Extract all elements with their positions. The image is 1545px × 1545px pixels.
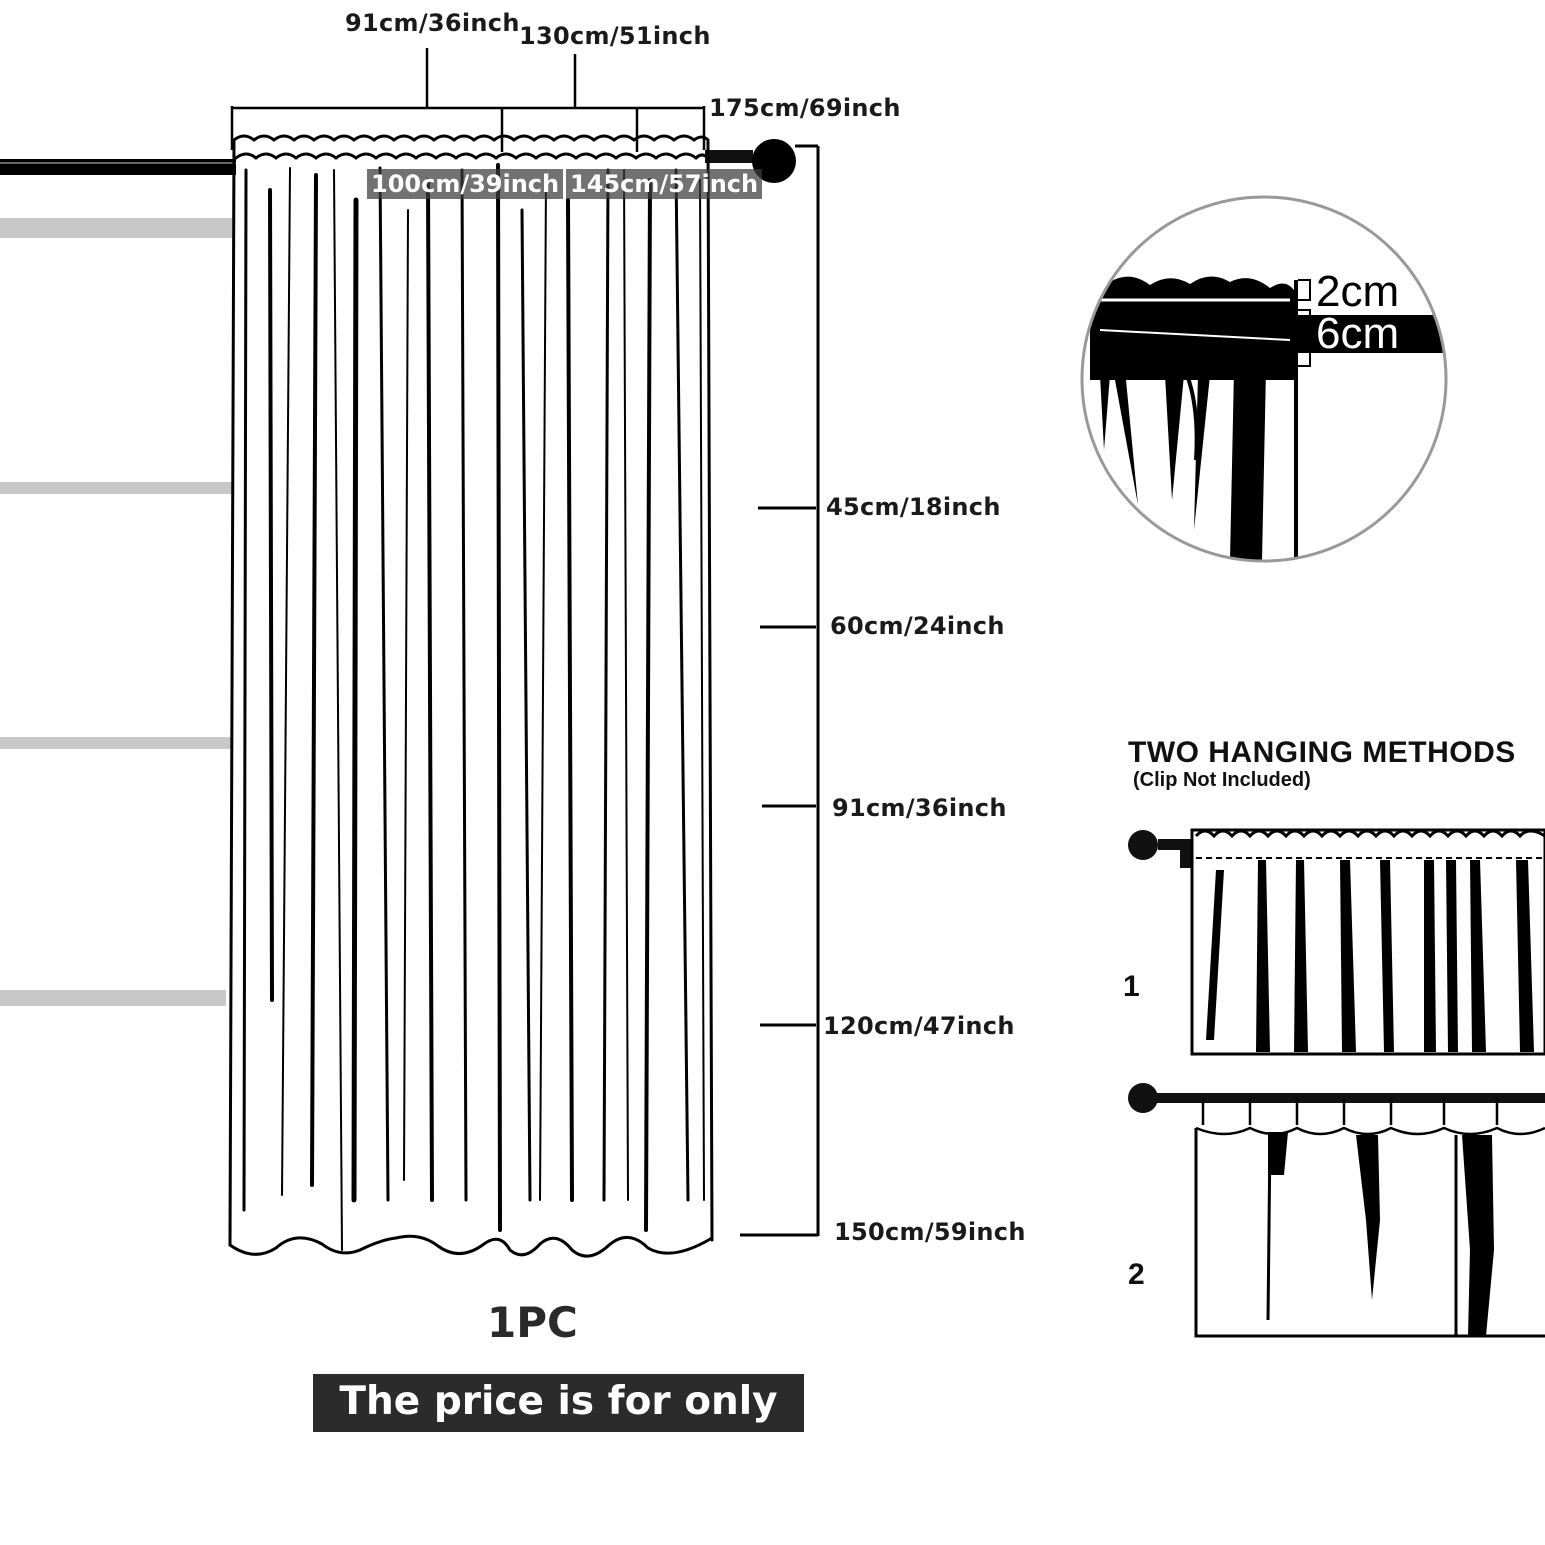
methods-note: (Clip Not Included) <box>1133 769 1311 791</box>
quantity-label: 1PC <box>487 1298 578 1347</box>
width-label-100: 100cm/39inch <box>367 169 564 199</box>
length-label-45: 45cm/18inch <box>826 493 1001 521</box>
curtain-panel <box>228 134 714 1258</box>
length-label-91: 91cm/36inch <box>832 794 1007 822</box>
methods-title: TWO HANGING METHODS <box>1128 736 1516 769</box>
length-label-120: 120cm/47inch <box>823 1012 1015 1040</box>
length-label-60: 60cm/24inch <box>830 612 1005 640</box>
method-1-number: 1 <box>1123 970 1140 1003</box>
window-frame <box>0 218 232 1006</box>
price-note-banner: The price is for only 1PC <box>313 1374 804 1480</box>
width-label-175: 175cm/69inch <box>709 94 901 122</box>
method-1-illustration <box>1128 828 1545 1056</box>
header-height-label: 2cm <box>1316 267 1400 316</box>
rod-pocket-detail <box>1080 195 1448 563</box>
width-label-91: 91cm/36inch <box>345 9 520 37</box>
width-label-145: 145cm/57inch <box>566 169 763 199</box>
pocket-height-label: 6cm <box>1316 309 1400 358</box>
length-label-150: 150cm/59inch <box>834 1218 1026 1246</box>
rod-finial-icon <box>752 139 796 183</box>
width-label-130: 130cm/51inch <box>519 22 711 50</box>
method-2-number: 2 <box>1128 1258 1145 1291</box>
rod-finial-icon <box>1128 1083 1158 1113</box>
curtain-clip-icon <box>1195 1098 1545 1136</box>
width-dimension-lines <box>230 48 706 152</box>
method-2-illustration <box>1128 1083 1545 1338</box>
curtain-rod-icon <box>0 150 753 175</box>
length-dimension-lines <box>740 144 820 1237</box>
rod-finial-icon <box>1128 830 1158 860</box>
